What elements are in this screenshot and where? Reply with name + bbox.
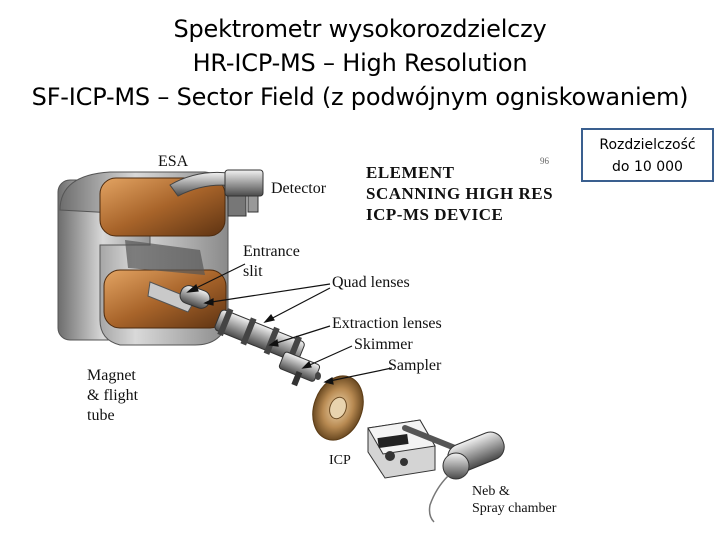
extraction-lens-stem xyxy=(291,370,303,387)
arrow-extraction-lenses xyxy=(269,325,331,346)
label-sampler: Sampler xyxy=(388,357,442,374)
arrow-quad-lenses-1 xyxy=(204,283,331,304)
sampler-orifice xyxy=(329,396,347,420)
resolution-callout: Rozdzielczość do 10 000 xyxy=(581,128,714,182)
slide-title: Spektrometr wysokorozdzielczy HR-ICP-MS … xyxy=(0,12,720,114)
ion-optics xyxy=(179,285,321,387)
quad-lens-ring-2 xyxy=(240,317,257,346)
flight-tube xyxy=(125,240,205,275)
label-entrance-slit-2: slit xyxy=(243,263,263,280)
arrow-quad-lenses-2-head xyxy=(263,313,275,323)
quad-lens-assembly xyxy=(214,307,305,364)
torch-tube xyxy=(402,425,458,451)
label-magnet-1: Magnet xyxy=(87,367,136,384)
esa-assembly xyxy=(169,169,264,217)
label-detector: Detector xyxy=(271,180,327,197)
label-magnet-3: tube xyxy=(87,407,115,424)
extraction-lens-assembly xyxy=(278,351,321,387)
arrow-quad-lenses-2 xyxy=(264,287,331,323)
spray-chamber-assembly xyxy=(428,431,505,523)
label-arrows xyxy=(186,263,393,385)
gas-inlet-2 xyxy=(400,458,408,466)
device-title-line-3: ICP-MS DEVICE xyxy=(366,205,504,224)
page-number: 96 xyxy=(540,156,549,166)
label-skimmer: Skimmer xyxy=(354,336,413,353)
nebulizer-tubing xyxy=(428,475,449,523)
label-magnet-2: & flight xyxy=(87,387,139,404)
arrow-sampler-head xyxy=(323,377,334,385)
arrow-quad-lenses-1-head xyxy=(203,298,214,306)
resolution-label: Rozdzielczość xyxy=(599,137,696,153)
label-icp: ICP xyxy=(329,453,351,468)
detector-housing xyxy=(224,169,264,197)
gas-inlet-1 xyxy=(385,451,395,461)
title-line-2: HR-ICP-MS – High Resolution xyxy=(192,49,528,77)
rf-coil xyxy=(377,433,409,449)
device-title-line-2: SCANNING HIGH RES xyxy=(366,184,554,203)
label-entrance-slit-1: Entrance xyxy=(243,243,300,260)
arrow-extraction-lenses-head xyxy=(268,338,279,347)
label-neb-2: Spray chamber xyxy=(472,501,557,516)
arrow-skimmer-head xyxy=(301,360,312,369)
arrow-sampler xyxy=(324,367,393,383)
device-title-line-1: ELEMENT xyxy=(366,163,455,182)
quad-lens-ring-1 xyxy=(217,307,234,337)
arrow-skimmer xyxy=(302,345,353,369)
detector-mount xyxy=(227,195,247,217)
device-title: ELEMENT SCANNING HIGH RES ICP-MS DEVICE xyxy=(366,162,553,225)
arrow-entrance-slit xyxy=(187,263,246,293)
resolution-value: do 10 000 xyxy=(612,159,683,175)
detector-connector xyxy=(247,195,259,213)
arrow-entrance-slit-head xyxy=(186,283,199,293)
label-extraction-lenses: Extraction lenses xyxy=(332,315,442,332)
skimmer-cone xyxy=(315,372,321,380)
magnet-assembly xyxy=(57,171,229,346)
spray-chamber-end xyxy=(442,452,470,480)
label-esa: ESA xyxy=(158,153,189,170)
icp-torch-box xyxy=(367,419,458,479)
label-quad-lenses: Quad lenses xyxy=(332,274,410,291)
title-line-1: Spektrometr wysokorozdzielczy xyxy=(173,15,547,43)
magnet-coil-top xyxy=(99,177,226,237)
title-line-3: SF-ICP-MS – Sector Field (z podwójnym og… xyxy=(31,83,689,111)
label-neb-1: Neb & xyxy=(472,484,510,499)
quad-lens-ring-3 xyxy=(263,326,280,355)
quad-lens-body xyxy=(214,309,305,363)
instrument-illustration xyxy=(57,169,505,523)
